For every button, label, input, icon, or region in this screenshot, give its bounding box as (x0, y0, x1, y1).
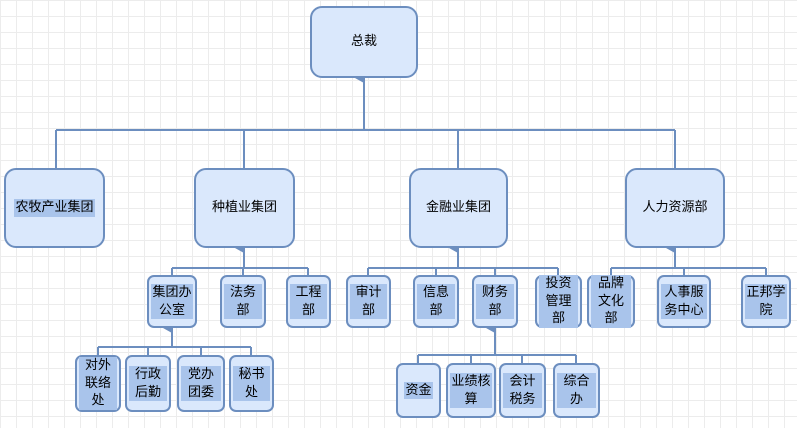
dept-node-engineering[interactable]: 工程部 (286, 275, 331, 328)
dept-node-investment[interactable]: 投资管理部 (535, 275, 582, 328)
dept-label: 正邦学院 (745, 283, 787, 320)
subunit-node-funds[interactable]: 资金 (396, 363, 441, 418)
subunit-label: 秘书处 (233, 365, 270, 402)
dept-label: 投资管理部 (539, 275, 578, 328)
group-node-agri[interactable]: 农牧产业集团 (4, 168, 105, 248)
subunit-label: 综合办 (557, 372, 596, 409)
subunit-label: 业绩核算 (450, 372, 492, 409)
dept-node-group-office[interactable]: 集团办公室 (147, 275, 197, 328)
subunit-label: 行政后勤 (129, 365, 167, 402)
dept-node-info[interactable]: 信息部 (413, 275, 459, 328)
dept-label: 品牌文化部 (591, 275, 631, 328)
dept-label: 法务部 (224, 283, 262, 320)
dept-node-finance[interactable]: 财务部 (472, 275, 518, 328)
dept-label: 工程部 (290, 283, 327, 320)
subunit-node-accounting[interactable]: 会计税务 (499, 363, 546, 418)
dept-label: 信息部 (417, 283, 455, 320)
dept-label: 人事服务中心 (661, 283, 707, 320)
subunit-node-secretariat[interactable]: 秘书处 (229, 355, 274, 412)
root-label: 总裁 (350, 34, 377, 50)
subunit-node-logistics[interactable]: 行政后勤 (125, 355, 171, 412)
dept-node-audit[interactable]: 审计部 (346, 275, 391, 328)
subunit-node-performance[interactable]: 业绩核算 (446, 363, 496, 418)
subunit-label: 党办团委 (181, 365, 221, 402)
group-node-hr[interactable]: 人力资源部 (625, 168, 725, 248)
dept-label: 财务部 (476, 283, 514, 320)
group-node-planting[interactable]: 种植业集团 (194, 168, 295, 248)
dept-node-academy[interactable]: 正邦学院 (741, 275, 791, 328)
dept-node-legal[interactable]: 法务部 (220, 275, 266, 328)
subunit-node-liaison[interactable]: 对外联络处 (75, 355, 121, 412)
group-label: 农牧产业集团 (14, 199, 95, 217)
subunit-node-general[interactable]: 综合办 (553, 363, 600, 418)
subunit-label: 资金 (404, 381, 433, 400)
subunit-node-party[interactable]: 党办团委 (177, 355, 225, 412)
group-label: 种植业集团 (211, 200, 277, 216)
root-node[interactable]: 总裁 (310, 6, 418, 78)
group-node-finance[interactable]: 金融业集团 (409, 168, 508, 248)
group-label: 金融业集团 (425, 200, 491, 216)
dept-node-brand[interactable]: 品牌文化部 (587, 275, 635, 328)
subunit-label: 对外联络处 (79, 357, 117, 410)
dept-node-hr-service[interactable]: 人事服务中心 (657, 275, 711, 328)
group-label: 人力资源部 (642, 200, 708, 216)
subunit-label: 会计税务 (503, 372, 542, 409)
dept-label: 集团办公室 (151, 283, 193, 320)
dept-label: 审计部 (350, 283, 387, 320)
